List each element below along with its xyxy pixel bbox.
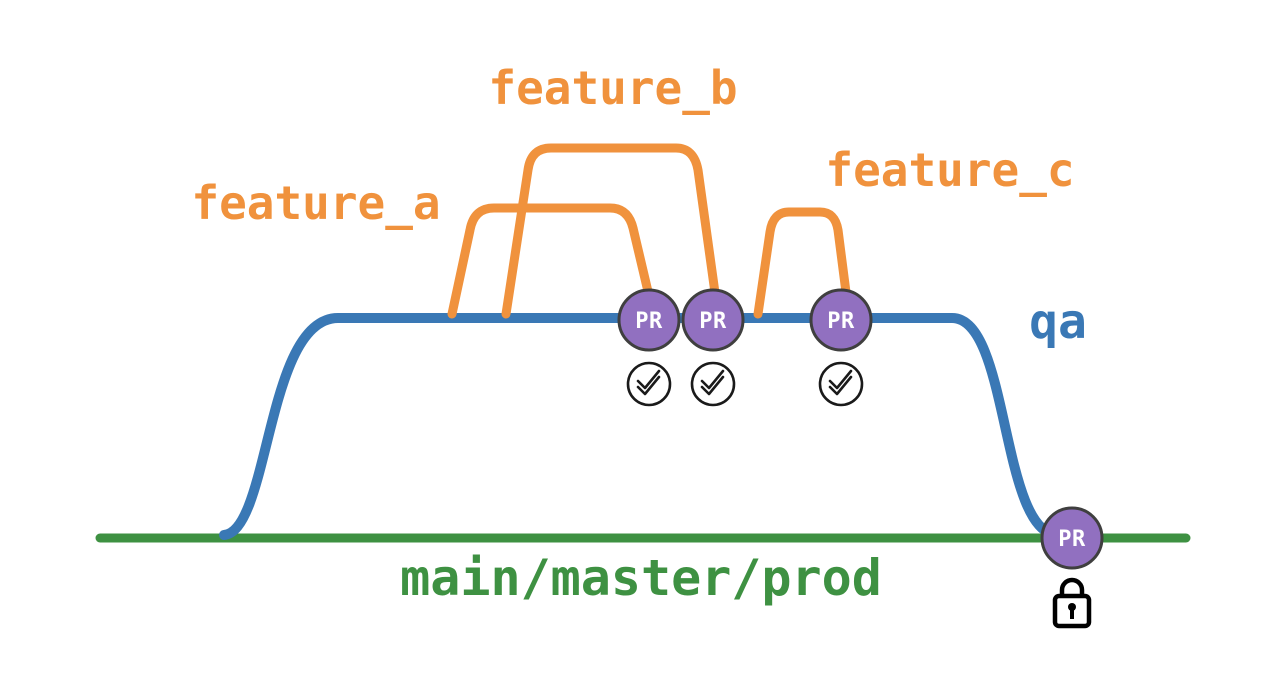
pr-circle <box>681 288 745 352</box>
lock-icon <box>1052 577 1092 629</box>
feature-b-label: feature_b <box>488 61 737 115</box>
feature-b-branch-line <box>501 143 721 319</box>
pr-badge-label: PR <box>1058 527 1086 552</box>
feature-c-branch-line <box>753 207 852 319</box>
pr-circle <box>809 288 873 352</box>
feature-a-branch-line <box>447 203 655 319</box>
pr-circle <box>617 288 681 352</box>
feature-a-label: feature_a <box>191 176 440 230</box>
pr-badge: PR <box>681 288 745 352</box>
feature-c-label: feature_c <box>825 143 1074 197</box>
pr-badge: PR <box>617 288 681 352</box>
qa-label: qa <box>1029 294 1087 350</box>
approval-check-icon <box>690 361 736 407</box>
approval-check-icon <box>818 361 864 407</box>
pr-circle <box>1040 506 1104 570</box>
pr-badge-label: PR <box>699 309 727 334</box>
pr-badge: PR <box>1040 506 1104 570</box>
qa-branch-line <box>219 313 1063 540</box>
approval-check-icon <box>626 361 672 407</box>
pr-badge: PR <box>809 288 873 352</box>
main-branch-label: main/master/prod <box>400 549 882 607</box>
pr-badge-label: PR <box>635 309 663 334</box>
pr-badge-label: PR <box>827 309 855 334</box>
